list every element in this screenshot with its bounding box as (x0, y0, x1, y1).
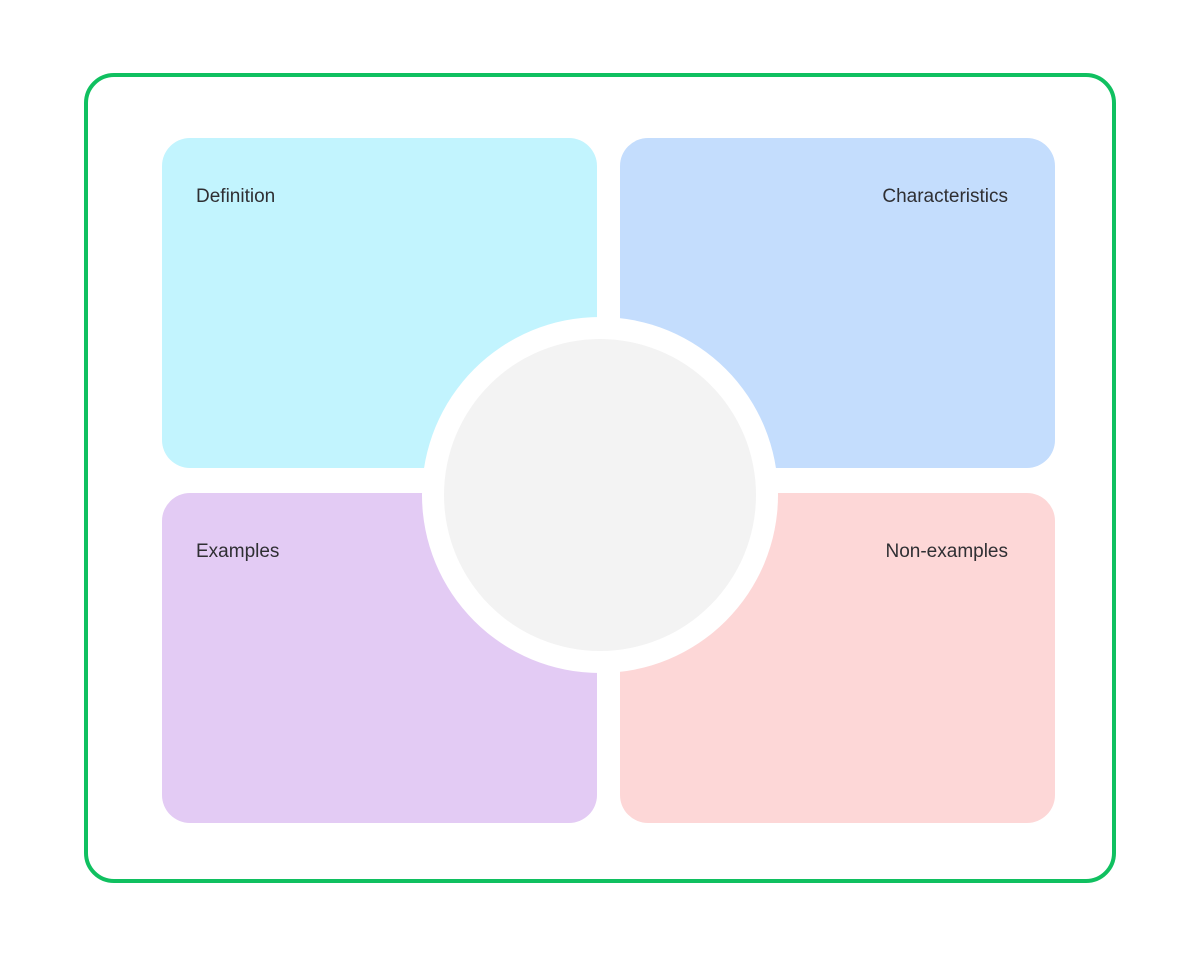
non-examples-quadrant[interactable]: Non-examples (620, 493, 1055, 823)
characteristics-label: Characteristics (882, 186, 1008, 207)
center-term-circle[interactable] (444, 339, 756, 651)
examples-label: Examples (196, 541, 280, 562)
non-examples-label: Non-examples (885, 541, 1009, 562)
definition-label: Definition (196, 186, 276, 207)
